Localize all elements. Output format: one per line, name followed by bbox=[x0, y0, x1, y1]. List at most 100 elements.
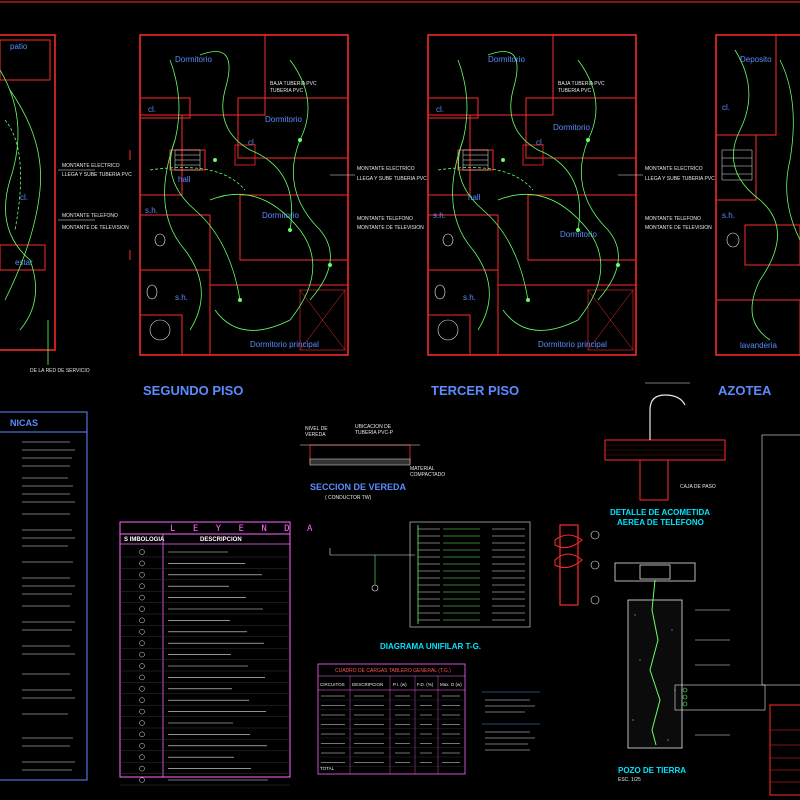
plan-first-floor: patio estar cl. DE LA RED DE SERVICIO MO… bbox=[0, 34, 132, 374]
room-label-dormitorio-b-2: Dormitorio bbox=[265, 115, 302, 124]
legend-symbol-icon bbox=[139, 754, 145, 760]
room-label-estar: estar bbox=[15, 258, 33, 267]
svg-text:LLEGA Y SUBE TUBERIA PVC: LLEGA Y SUBE TUBERIA PVC bbox=[645, 176, 715, 182]
acometida-title-2: AEREA DE TELEFONO bbox=[617, 518, 704, 527]
load-rows bbox=[318, 695, 465, 767]
room-label-lavanderia: lavanderia bbox=[740, 341, 777, 350]
notes-title: NICAS bbox=[10, 418, 38, 428]
room-label-cl-roof: cl. bbox=[722, 103, 730, 112]
svg-text:BAJA TUBERIA PVC: BAJA TUBERIA PVC bbox=[270, 81, 317, 87]
svg-text:LLEGA Y SUBE TUBERIA PVC: LLEGA Y SUBE TUBERIA PVC bbox=[62, 172, 132, 178]
plan-second-floor: Dormitorio Dormitorio hall Dormitorio cl… bbox=[129, 34, 427, 398]
detail-diagrama-unifilar: DIAGRAMA UNIFILAR T-G. bbox=[329, 521, 531, 651]
load-table-header-circuitos: CIRCUITOS bbox=[320, 682, 345, 687]
pozo-title: POZO DE TIERRA bbox=[618, 766, 686, 775]
svg-text:LLEGA Y SUBE TUBERIA PVC: LLEGA Y SUBE TUBERIA PVC bbox=[357, 176, 427, 182]
load-table-total-label: TOTAL bbox=[320, 766, 335, 771]
legend-symbol-icon bbox=[139, 651, 145, 658]
room-label-sh-roof: s.h. bbox=[722, 211, 735, 220]
load-table: CUADRO DE CARGAS TABLERO GENERAL (T.G.) … bbox=[317, 663, 466, 775]
vereda-subtitle: ( CONDUCTOR TW) bbox=[325, 495, 372, 501]
legend-rows bbox=[120, 549, 290, 786]
svg-text:DE LA RED DE SERVICIO: DE LA RED DE SERVICIO bbox=[30, 368, 90, 374]
svg-text:NIVEL DE: NIVEL DE bbox=[305, 426, 328, 432]
svg-text:BAJA TUBERIA PVC: BAJA TUBERIA PVC bbox=[558, 81, 605, 87]
legend-symbol-icon bbox=[139, 697, 145, 703]
load-table-header-maxd: Max. D (w) bbox=[440, 682, 462, 687]
room-label-patio: patio bbox=[10, 42, 28, 51]
svg-text:MONTANTE ELECTRICO: MONTANTE ELECTRICO bbox=[645, 166, 703, 172]
room-label-hall-2: hall bbox=[178, 175, 191, 184]
title-block bbox=[674, 434, 800, 796]
sheet-title-tercer-piso: TERCER PISO bbox=[431, 383, 519, 398]
svg-text:MONTANTE DE TELEVISION: MONTANTE DE TELEVISION bbox=[357, 225, 424, 231]
legend-symbol-icon bbox=[139, 663, 145, 669]
legend-symbol-icon bbox=[139, 674, 145, 681]
legend-symbol-icon bbox=[139, 640, 145, 646]
svg-text:MONTANTE TELEFONO: MONTANTE TELEFONO bbox=[645, 216, 701, 222]
room-label-sh-a-2: s.h. bbox=[145, 206, 158, 215]
legend-symbol-icon bbox=[139, 686, 145, 692]
sheet-title-segundo-piso: SEGUNDO PISO bbox=[143, 383, 243, 398]
room-label-dormitorio-c-2: Dormitorio bbox=[262, 211, 299, 220]
legend-title: L E Y E N D A bbox=[170, 524, 318, 534]
room-label-sh-a-3: s.h. bbox=[433, 211, 446, 220]
legend-symbol-icon bbox=[139, 594, 145, 601]
detail-electrodo bbox=[554, 524, 600, 606]
svg-text:MONTANTE DE TELEVISION: MONTANTE DE TELEVISION bbox=[645, 225, 712, 231]
legend-symbol-icon bbox=[139, 708, 145, 715]
svg-text:MONTANTE ELECTRICO: MONTANTE ELECTRICO bbox=[357, 166, 415, 172]
svg-text:MONTANTE TELEFONO: MONTANTE TELEFONO bbox=[62, 213, 118, 219]
diagrama-title: DIAGRAMA UNIFILAR T-G. bbox=[380, 642, 481, 651]
room-label-dorm-principal-3: Dormitorio principal bbox=[538, 340, 607, 349]
legend-table: L E Y E N D A S IMBOLOGIA DESCRIPCION bbox=[119, 521, 318, 786]
legend-symbol-icon bbox=[139, 629, 145, 635]
room-label-sh-b-2: s.h. bbox=[175, 293, 188, 302]
room-label-cl-b-3: cl. bbox=[536, 138, 544, 147]
plan-azotea: Deposito cl. s.h. lavanderia AZOTEA bbox=[715, 34, 800, 398]
legend-symbol-icon bbox=[139, 720, 145, 726]
legend-symbol-icon bbox=[139, 583, 145, 589]
room-label-cl-a-3: cl. bbox=[436, 105, 444, 114]
load-table-header-descripcion: DESCRIPCION bbox=[352, 682, 383, 687]
load-notes bbox=[482, 691, 540, 751]
room-label-dormitorio-a-3: Dormitorio bbox=[488, 55, 525, 64]
legend-symbol-icon bbox=[139, 572, 145, 578]
load-table-title: CUADRO DE CARGAS TABLERO GENERAL (T.G.) bbox=[335, 668, 451, 674]
legend-symbol-icon bbox=[139, 606, 145, 612]
svg-text:TUBERIA PVC: TUBERIA PVC bbox=[558, 88, 591, 94]
svg-text:TUBERIA PVC: TUBERIA PVC bbox=[270, 88, 303, 94]
load-table-header-pi: P.I. (w) bbox=[393, 682, 407, 687]
plan-third-floor: Dormitorio Dormitorio hall Dormitorio cl… bbox=[427, 34, 715, 398]
svg-text:CAJA DE PASO: CAJA DE PASO bbox=[680, 484, 716, 490]
pozo-scale: ESC. 1/25 bbox=[618, 777, 641, 783]
svg-text:MONTANTE TELEFONO: MONTANTE TELEFONO bbox=[357, 216, 413, 222]
svg-text:VEREDA: VEREDA bbox=[305, 432, 326, 438]
detail-acometida: CAJA DE PASO DETALLE DE ACOMETIDA AEREA … bbox=[604, 382, 726, 527]
legend-symbol-icon bbox=[139, 549, 145, 555]
legend-symbol-icon bbox=[139, 777, 145, 783]
room-label-dormitorio-c-3: Dormitorio bbox=[560, 230, 597, 239]
notes-panel: NICAS bbox=[0, 411, 88, 781]
legend-symbol-icon bbox=[139, 617, 145, 624]
legend-col-description: DESCRIPCION bbox=[200, 537, 242, 543]
detail-pozo-tierra: POZO DE TIERRA ESC. 1/25 bbox=[614, 562, 730, 783]
room-label-hall-3: hall bbox=[468, 193, 481, 202]
room-label-cl-a-2: cl. bbox=[148, 105, 156, 114]
svg-text:MONTANTE DE TELEVISION: MONTANTE DE TELEVISION bbox=[62, 225, 129, 231]
legend-col-symbol: S IMBOLOGIA bbox=[124, 537, 165, 543]
room-label-deposito: Deposito bbox=[740, 55, 772, 64]
room-label-dorm-principal-2: Dormitorio principal bbox=[250, 340, 319, 349]
legend-symbol-icon bbox=[139, 743, 145, 749]
sheet-title-azotea: AZOTEA bbox=[718, 383, 772, 398]
room-label-cl-first: cl. bbox=[20, 193, 28, 202]
detail-seccion-vereda: NIVEL DE VEREDA UBICACION DE TUBERIA PVC… bbox=[300, 424, 445, 501]
svg-text:MONTANTE ELECTRICO: MONTANTE ELECTRICO bbox=[62, 163, 120, 169]
unifilar-rows bbox=[418, 528, 525, 621]
room-label-sh-b-3: s.h. bbox=[463, 293, 476, 302]
room-label-dormitorio-a-2: Dormitorio bbox=[175, 55, 212, 64]
acometida-title-1: DETALLE DE ACOMETIDA bbox=[610, 508, 710, 517]
svg-text:TUBERIA PVC-P: TUBERIA PVC-P bbox=[355, 430, 394, 436]
svg-text:UBICACION DE: UBICACION DE bbox=[355, 424, 392, 430]
